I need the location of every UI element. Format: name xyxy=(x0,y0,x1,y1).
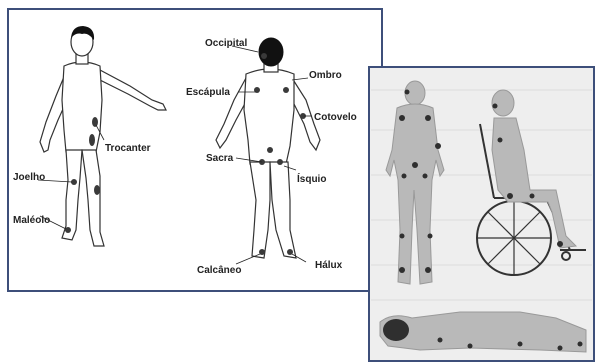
label-halux: Hálux xyxy=(315,260,343,271)
lying-figure-head xyxy=(383,319,409,341)
label-calcaneo: Calcâneo xyxy=(197,265,241,276)
label-occipital: Occipital xyxy=(205,38,247,49)
left-panel-frame xyxy=(8,9,382,291)
label-cotovelo: Cotovelo xyxy=(314,112,357,123)
label-escapula: Escápula xyxy=(186,87,230,98)
label-maleolo: Maléolo xyxy=(13,215,50,226)
label-isquio: Ísquio xyxy=(297,172,326,185)
back-figure-head xyxy=(259,38,283,66)
label-sacra: Sacra xyxy=(206,153,234,164)
label-joelho: Joelho xyxy=(13,172,45,183)
label-trocanter: Trocanter xyxy=(105,143,151,154)
lying-figure xyxy=(380,312,586,352)
label-ombro: Ombro xyxy=(309,70,342,81)
